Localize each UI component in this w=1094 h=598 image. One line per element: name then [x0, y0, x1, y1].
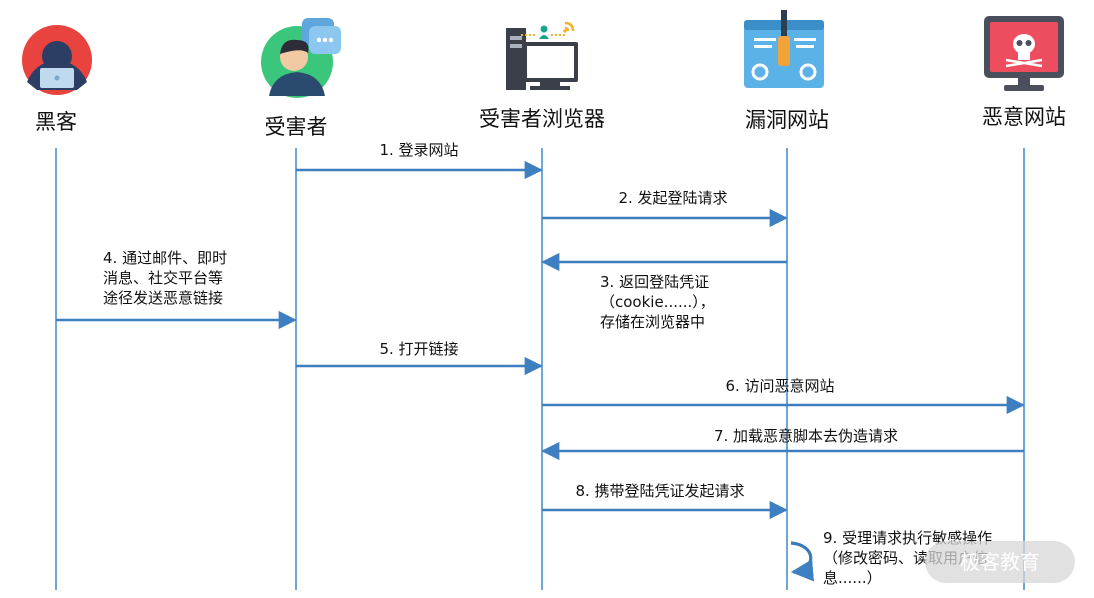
message-arrows	[56, 160, 1025, 582]
message-line: 5. 打开链接	[379, 340, 459, 358]
browser-computer-icon	[506, 21, 578, 90]
message-line: 1. 登录网站	[379, 141, 459, 159]
message-line: 存储在浏览器中	[600, 313, 706, 331]
actor-label-vuln_site: 漏洞网站	[745, 108, 829, 132]
message-line: 8. 携带登陆凭证发起请求	[575, 482, 745, 500]
message-line: 4. 通过邮件、即时	[103, 249, 228, 267]
message-line: 消息、社交平台等	[103, 269, 224, 287]
message-label-step-2: 2. 发起登陆请求	[618, 188, 727, 208]
watermark: 极客教育	[925, 541, 1075, 583]
message-label-step-8: 8. 携带登陆凭证发起请求	[575, 481, 744, 501]
message-label-step-6: 6. 访问恶意网站	[725, 376, 834, 396]
message-label-step-5: 5. 打开链接	[379, 339, 458, 359]
message-label-step-7: 7. 加载恶意脚本去伪造请求	[714, 426, 898, 446]
message-label-step-1: 1. 登录网站	[379, 140, 458, 160]
actor-label-victim: 受害者	[264, 115, 328, 139]
malicious-website-icon	[984, 16, 1064, 91]
message-line: （cookie......），	[600, 293, 715, 311]
victim-icon	[261, 18, 341, 98]
message-line: 3. 返回登陆凭证	[600, 273, 710, 291]
message-label-step-4: 4. 通过邮件、即时消息、社交平台等途径发送恶意链接	[103, 248, 227, 308]
hacker-icon	[22, 25, 92, 95]
actor-label-hacker: 黑客	[35, 110, 77, 134]
lifelines	[55, 148, 1025, 590]
vulnerable-website-icon	[744, 10, 824, 93]
actor-label-browser: 受害者浏览器	[479, 107, 605, 131]
message-line: 2. 发起登陆请求	[618, 189, 728, 207]
message-line: 7. 加载恶意脚本去伪造请求	[713, 427, 899, 445]
message-line: 6. 访问恶意网站	[725, 377, 835, 395]
self-loop-arrow-step-9	[790, 541, 815, 582]
message-line: 途径发送恶意链接	[103, 289, 224, 307]
message-label-step-3: 3. 返回登陆凭证 （cookie......）， 存储在浏览器中	[600, 272, 715, 332]
actor-label-malicious_site: 恶意网站	[982, 105, 1066, 129]
message-line: 息......）	[823, 569, 882, 587]
